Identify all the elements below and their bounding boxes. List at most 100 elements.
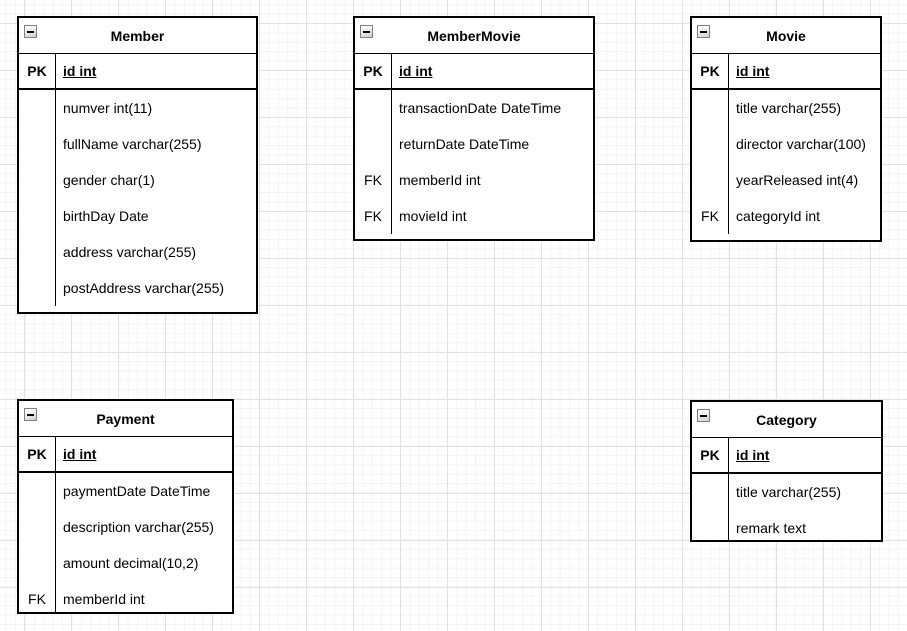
row-key <box>355 90 392 126</box>
row-field: remark text <box>736 520 807 536</box>
row-key: FK <box>355 198 392 234</box>
table-row[interactable]: yearReleased int(4) <box>692 162 880 198</box>
row-field: fullName varchar(255) <box>63 136 202 152</box>
row-field: movieId int <box>399 208 467 224</box>
table-row[interactable]: remark text <box>692 510 881 540</box>
table-row-pk[interactable]: PK id int <box>19 54 256 90</box>
row-key <box>692 510 729 540</box>
table-row[interactable]: FK categoryId int <box>692 198 880 234</box>
table-header[interactable]: MemberMovie <box>355 18 593 54</box>
row-key: FK <box>692 198 729 234</box>
row-field: paymentDate DateTime <box>63 483 211 499</box>
table-header[interactable]: Member <box>19 18 256 54</box>
minus-glyph <box>27 30 34 33</box>
table-row-pk[interactable]: PK id int <box>692 438 881 474</box>
row-field: birthDay Date <box>63 208 149 224</box>
table-row[interactable]: description varchar(255) <box>19 509 232 545</box>
row-field: returnDate DateTime <box>399 136 530 152</box>
table-row[interactable]: director varchar(100) <box>692 126 880 162</box>
entity-table-category[interactable]: Category PK id int title varchar(255) re… <box>690 400 883 542</box>
minus-glyph <box>700 414 707 417</box>
minus-glyph <box>700 30 707 33</box>
table-row[interactable]: amount decimal(10,2) <box>19 545 232 581</box>
collapse-icon[interactable] <box>24 25 37 38</box>
row-field: postAddress varchar(255) <box>63 280 225 296</box>
table-row-pk[interactable]: PK id int <box>692 54 880 90</box>
table-row[interactable]: FK memberId int <box>355 162 593 198</box>
row-key <box>19 270 56 306</box>
row-field: director varchar(100) <box>736 136 866 152</box>
entity-table-member[interactable]: Member PK id int numver int(11) fullName… <box>17 16 258 314</box>
row-field: memberId int <box>399 172 481 188</box>
row-key <box>19 126 56 162</box>
row-field: transactionDate DateTime <box>399 100 562 116</box>
row-key: PK <box>355 54 392 88</box>
row-field: yearReleased int(4) <box>736 172 859 188</box>
row-field: id int <box>63 63 97 79</box>
table-row[interactable]: returnDate DateTime <box>355 126 593 162</box>
row-key <box>355 126 392 162</box>
collapse-icon[interactable] <box>697 25 710 38</box>
row-key <box>19 198 56 234</box>
table-row[interactable]: address varchar(255) <box>19 234 256 270</box>
row-field: gender char(1) <box>63 172 155 188</box>
row-field: id int <box>736 63 770 79</box>
row-field: id int <box>736 447 770 463</box>
table-header[interactable]: Category <box>692 402 881 438</box>
table-row-pk[interactable]: PK id int <box>355 54 593 90</box>
table-title: Category <box>756 411 817 428</box>
table-title: Payment <box>96 410 155 427</box>
row-key <box>692 162 729 198</box>
table-row-pk[interactable]: PK id int <box>19 437 232 473</box>
row-key: PK <box>19 437 56 471</box>
table-title: Movie <box>766 27 806 44</box>
minus-glyph <box>363 30 370 33</box>
row-field: address varchar(255) <box>63 244 197 260</box>
row-field: numver int(11) <box>63 100 153 116</box>
minus-glyph <box>27 413 34 416</box>
row-key: PK <box>692 54 729 88</box>
table-row[interactable]: fullName varchar(255) <box>19 126 256 162</box>
row-field: title varchar(255) <box>736 100 842 116</box>
table-row[interactable]: title varchar(255) <box>692 474 881 510</box>
entity-table-payment[interactable]: Payment PK id int paymentDate DateTime d… <box>17 399 234 614</box>
row-key <box>19 90 56 126</box>
row-key <box>692 126 729 162</box>
row-key: FK <box>19 581 56 612</box>
row-key <box>19 473 56 509</box>
table-row[interactable]: numver int(11) <box>19 90 256 126</box>
table-row[interactable]: title varchar(255) <box>692 90 880 126</box>
row-key <box>19 234 56 270</box>
row-key: PK <box>692 438 729 472</box>
table-row[interactable]: transactionDate DateTime <box>355 90 593 126</box>
collapse-icon[interactable] <box>697 409 710 422</box>
table-row[interactable]: gender char(1) <box>19 162 256 198</box>
row-field: id int <box>63 446 97 462</box>
entity-table-movie[interactable]: Movie PK id int title varchar(255) direc… <box>690 16 882 242</box>
row-key <box>692 90 729 126</box>
row-field: id int <box>399 63 433 79</box>
row-key <box>692 474 729 510</box>
table-row[interactable]: postAddress varchar(255) <box>19 270 256 306</box>
table-title: MemberMovie <box>427 27 521 44</box>
collapse-icon[interactable] <box>24 408 37 421</box>
collapse-icon[interactable] <box>360 25 373 38</box>
table-row[interactable]: FK movieId int <box>355 198 593 234</box>
row-key <box>19 162 56 198</box>
row-field: memberId int <box>63 591 145 607</box>
table-row[interactable]: birthDay Date <box>19 198 256 234</box>
table-row[interactable]: FK memberId int <box>19 581 232 612</box>
table-header[interactable]: Payment <box>19 401 232 437</box>
row-field: title varchar(255) <box>736 484 842 500</box>
entity-table-membermovie[interactable]: MemberMovie PK id int transactionDate Da… <box>353 16 595 241</box>
row-key: PK <box>19 54 56 88</box>
table-header[interactable]: Movie <box>692 18 880 54</box>
table-title: Member <box>110 27 165 44</box>
row-key <box>19 545 56 581</box>
row-key: FK <box>355 162 392 198</box>
row-field: categoryId int <box>736 208 821 224</box>
table-row[interactable]: paymentDate DateTime <box>19 473 232 509</box>
row-field: amount decimal(10,2) <box>63 555 199 571</box>
row-key <box>19 509 56 545</box>
